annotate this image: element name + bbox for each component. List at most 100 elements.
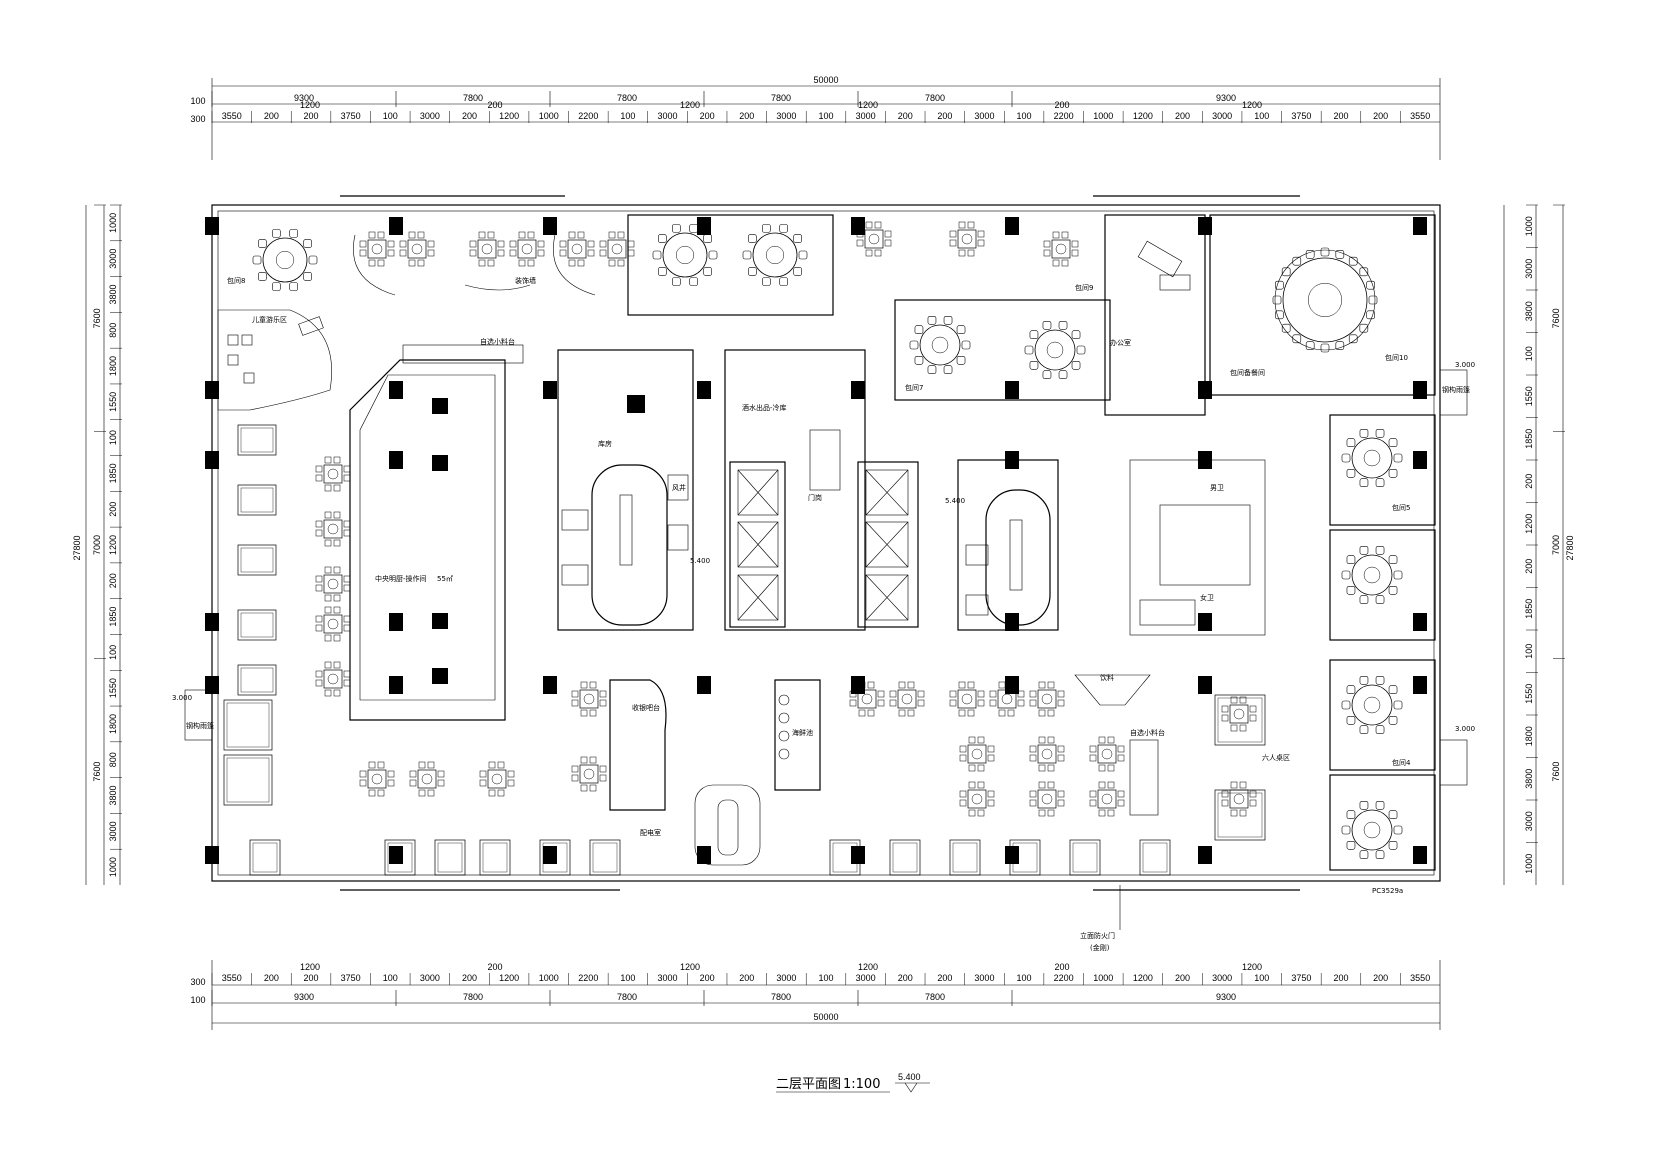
column xyxy=(697,381,711,399)
left-detail-label: 100 xyxy=(108,430,118,445)
level-right-top: 3.000 xyxy=(1455,361,1475,369)
column xyxy=(1198,676,1212,694)
left-total-dimension: 27800 xyxy=(72,535,82,560)
column xyxy=(1413,451,1427,469)
left-detail-label: 800 xyxy=(108,323,118,338)
booth xyxy=(479,839,511,876)
square-table xyxy=(599,231,635,267)
left-bay-label: 7600 xyxy=(92,308,102,328)
private-room-10-label: 包间10 xyxy=(1385,353,1408,362)
top-detail-label: 2200 xyxy=(1054,111,1074,121)
office xyxy=(1104,214,1206,416)
bottom-detail-label: 3750 xyxy=(1291,973,1311,983)
square-table xyxy=(1089,736,1125,772)
bottom-detail-label: 3000 xyxy=(1212,973,1232,983)
cashier-bar xyxy=(609,679,761,866)
stainless-door-sub: (金刚) xyxy=(1090,943,1110,952)
left-detail-label: 1200 xyxy=(108,535,118,555)
bottom-detail-label: 100 xyxy=(1254,973,1269,983)
bottom-detail-label: 3000 xyxy=(856,973,876,983)
right-detail-label: 1800 xyxy=(1524,726,1534,746)
left-detail-label: 3000 xyxy=(108,249,118,269)
left-detail-label: 3800 xyxy=(108,786,118,806)
right-detail-label: 200 xyxy=(1524,559,1534,574)
electric-room-label: 配电室 xyxy=(640,828,661,837)
elevator-core xyxy=(724,349,919,631)
bottom-detail-label: 100 xyxy=(818,973,833,983)
booth xyxy=(829,839,861,876)
top-extra-label: 1200 xyxy=(1242,100,1262,110)
level-right-stair: 5.400 xyxy=(945,497,965,505)
steel-canopy-right xyxy=(1439,369,1468,416)
column xyxy=(389,676,403,694)
left-detail-label: 3800 xyxy=(108,284,118,304)
title-elevation: 5.400 xyxy=(898,1072,921,1082)
right-bay-label: 7600 xyxy=(1551,762,1561,782)
round-tables xyxy=(252,224,1403,860)
column xyxy=(1413,676,1427,694)
top-bay-label: 9300 xyxy=(1216,93,1236,103)
right-detail-label: 1850 xyxy=(1524,429,1534,449)
column xyxy=(389,381,403,399)
bottom-detail-label: 1000 xyxy=(1093,973,1113,983)
round-table xyxy=(1341,800,1403,860)
children-area-label: 儿童游乐区 xyxy=(252,315,287,324)
booth xyxy=(1214,694,1266,746)
column xyxy=(697,676,711,694)
left-bay-label: 7000 xyxy=(92,535,102,555)
left-detail-label: 100 xyxy=(108,645,118,660)
bottom-extra-label: 1200 xyxy=(858,962,878,972)
square-table xyxy=(469,231,505,267)
pc-code-label: PC3529a xyxy=(1372,887,1403,895)
left-detail-label: 800 xyxy=(108,752,118,767)
right-bay-label: 7000 xyxy=(1551,535,1561,555)
right-detail-label: 3800 xyxy=(1524,769,1534,789)
left-detail-label: 200 xyxy=(108,573,118,588)
column xyxy=(205,451,219,469)
bottom-detail-label: 100 xyxy=(1017,973,1032,983)
six-person-label: 六人桌区 xyxy=(1262,753,1290,762)
top-detail-label: 100 xyxy=(818,111,833,121)
bottom-bay-label: 9300 xyxy=(1216,992,1236,1002)
right-detail-label: 200 xyxy=(1524,474,1534,489)
column xyxy=(697,846,711,864)
round-table xyxy=(252,229,318,291)
bottom-detail-label: 200 xyxy=(937,973,952,983)
square-table xyxy=(1029,781,1065,817)
steel-canopy-right-label: 钢构雨篷 xyxy=(1442,385,1470,394)
top-extra-label: 1200 xyxy=(300,100,320,110)
private-room-9-label: 包间9 xyxy=(1075,283,1093,292)
top-bay-label: 7800 xyxy=(925,93,945,103)
square-table xyxy=(856,221,892,257)
drawing-title: 二层平面图 xyxy=(776,1077,841,1092)
bottom-detail-label: 3750 xyxy=(341,973,361,983)
bottom-bay-label: 7800 xyxy=(925,992,945,1002)
self-sauce-right-label: 自选小料台 xyxy=(1130,728,1165,737)
top-detail-label: 200 xyxy=(937,111,952,121)
seafood-pool-label: 海鲜池 xyxy=(792,728,813,737)
left-detail-label: 1000 xyxy=(108,857,118,877)
top-extra-label: 200 xyxy=(1054,100,1069,110)
square-table xyxy=(1221,696,1257,732)
booth xyxy=(237,424,277,456)
central-kitchen-area: 55㎡ xyxy=(437,575,453,583)
drinks-label: 饮料 xyxy=(1100,673,1114,682)
decor-screen-mid xyxy=(464,284,531,291)
column xyxy=(389,613,403,631)
top-detail-label: 3000 xyxy=(974,111,994,121)
bottom-bay-label: 7800 xyxy=(771,992,791,1002)
reception-label: 包间备餐间 xyxy=(1230,368,1265,377)
column xyxy=(389,846,403,864)
square-table xyxy=(571,681,607,717)
top-detail-label: 100 xyxy=(1017,111,1032,121)
steel-canopy-right-2 xyxy=(1439,739,1468,786)
decor-screen-left xyxy=(353,234,396,296)
booth xyxy=(249,839,281,876)
square-table xyxy=(949,221,985,257)
right-detail-label: 3000 xyxy=(1524,259,1534,279)
top-detail-label: 3550 xyxy=(222,111,242,121)
square-table xyxy=(359,231,395,267)
booth xyxy=(223,699,273,751)
square-table xyxy=(1089,781,1125,817)
bottom-detail-label: 3000 xyxy=(420,973,440,983)
